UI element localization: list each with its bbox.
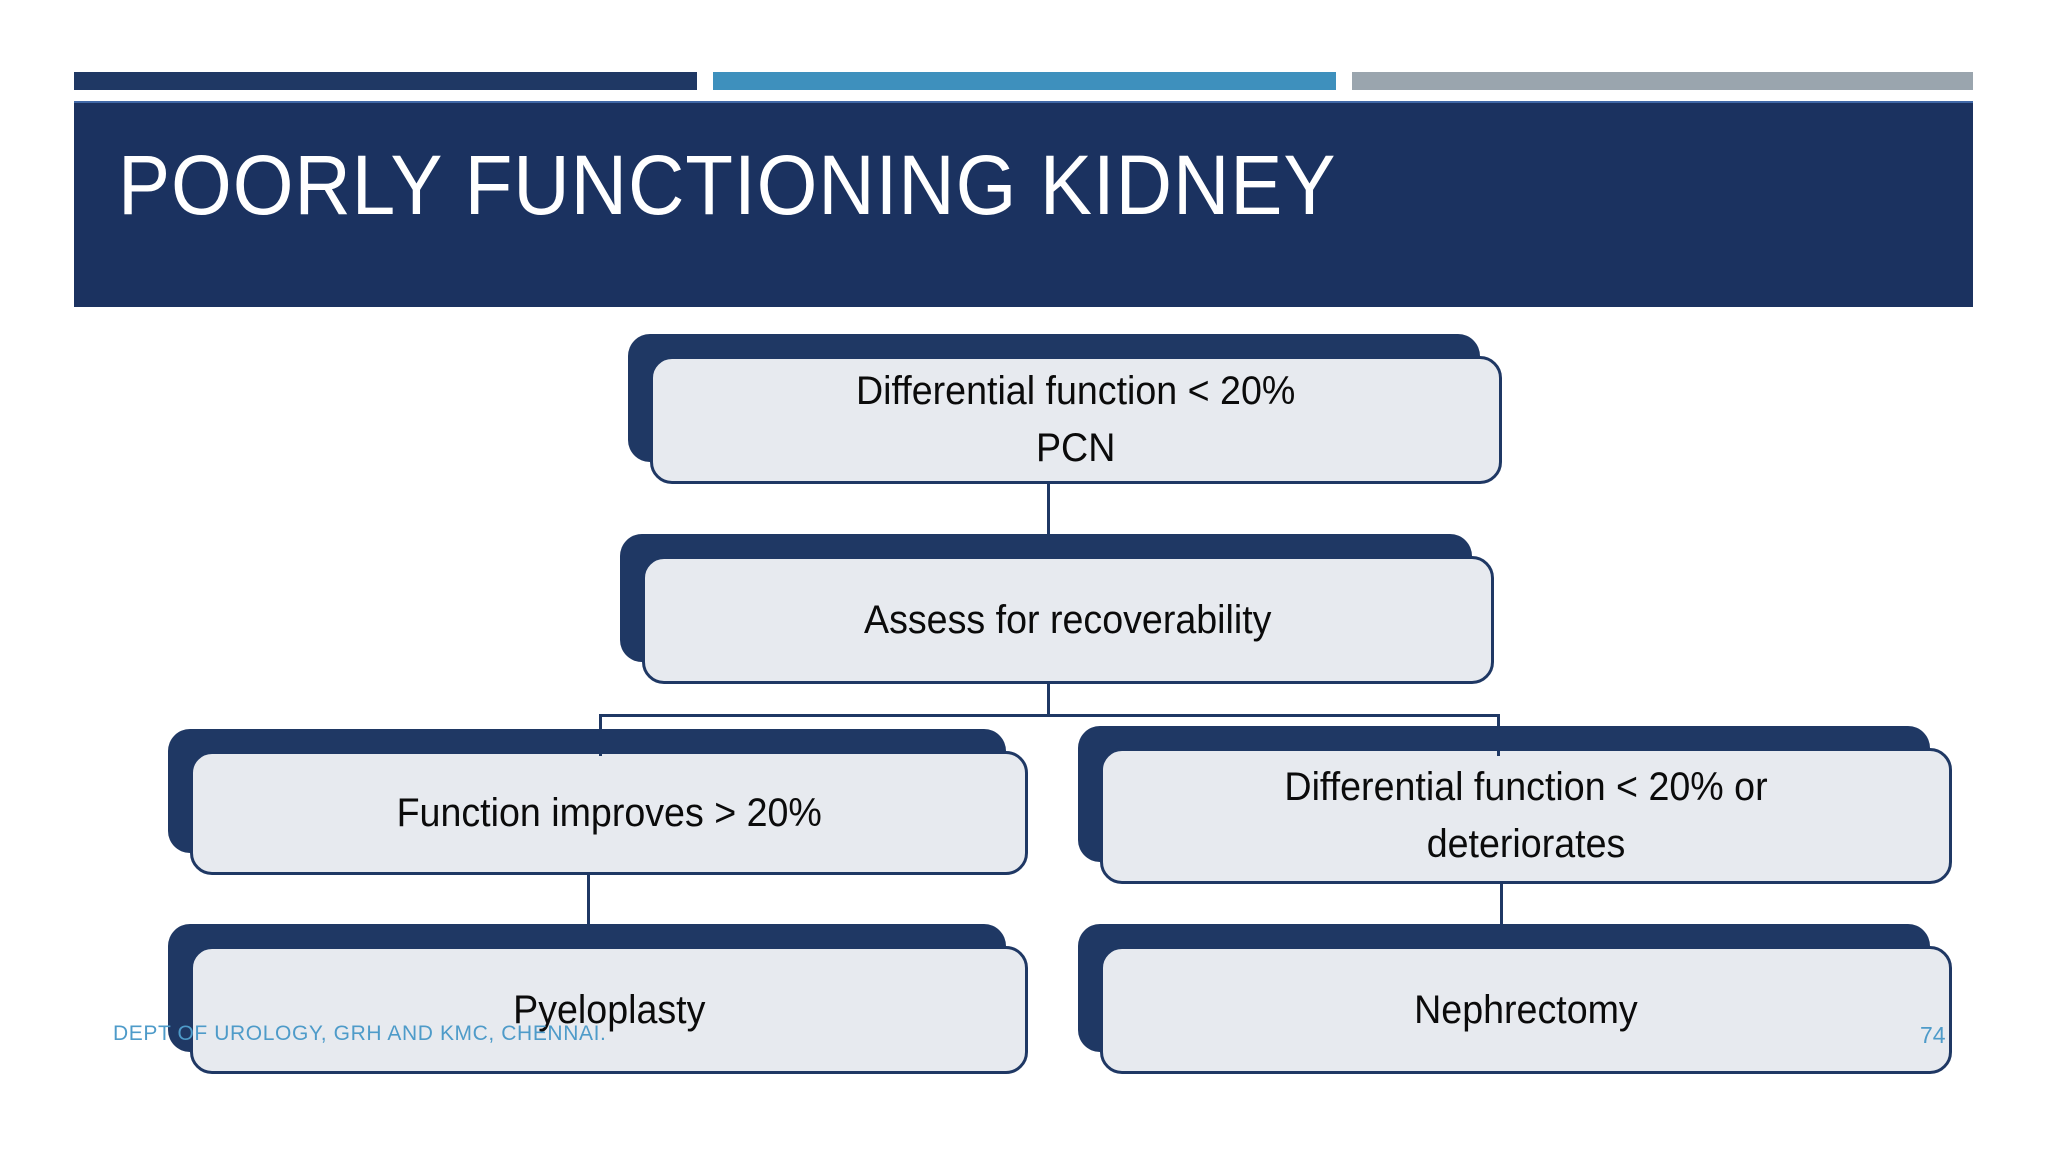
node-face: Function improves > 20% — [190, 751, 1028, 875]
flow-node-label: Assess for recoverability — [864, 598, 1272, 642]
page-title: POORLY FUNCTIONING KIDNEY — [118, 138, 1337, 232]
node-face: Assess for recoverability — [642, 556, 1494, 684]
flow-node-label: Differential function < 20% or deteriora… — [1284, 765, 1768, 866]
slide-title-band: POORLY FUNCTIONING KIDNEY — [74, 101, 1973, 307]
flow-node-function-improves[interactable]: Function improves > 20% — [168, 729, 1028, 875]
flow-node-label: Nephrectomy — [1414, 988, 1638, 1032]
connector-n0-n1 — [1047, 484, 1050, 556]
connector-n1-n2 — [599, 714, 602, 756]
connector-n1-n3 — [1497, 714, 1500, 756]
node-face: Pyeloplasty — [190, 946, 1028, 1074]
node-face: Differential function < 20% or deteriora… — [1100, 748, 1952, 884]
connector-n1-stem — [1047, 684, 1050, 716]
flow-node-label: Function improves > 20% — [396, 791, 822, 835]
flow-node-differential-function-deteriorates[interactable]: Differential function < 20% or deteriora… — [1078, 726, 1952, 884]
top-accent-bar-grey — [1352, 72, 1973, 90]
flow-node-label: Differential function < 20% PCN — [856, 369, 1296, 470]
connector-split-bus — [599, 714, 1500, 717]
connector-n3-n5 — [1500, 884, 1503, 948]
flow-node-assess-for-recoverability[interactable]: Assess for recoverability — [620, 534, 1494, 684]
top-accent-bar-blue — [713, 72, 1336, 90]
flow-node-nephrectomy[interactable]: Nephrectomy — [1078, 924, 1952, 1074]
flow-node-label: Pyeloplasty — [512, 988, 706, 1032]
top-accent-bar-navy — [74, 72, 697, 90]
footer-department-text: DEPT OF UROLOGY, GRH AND KMC, CHENNAI. — [113, 1022, 607, 1045]
flow-node-differential-function-pcn[interactable]: Differential function < 20% PCN — [628, 334, 1502, 484]
node-face: Differential function < 20% PCN — [650, 356, 1502, 484]
connector-n2-n4 — [587, 875, 590, 947]
slide-page-number: 74 — [1920, 1022, 1946, 1048]
node-face: Nephrectomy — [1100, 946, 1952, 1074]
